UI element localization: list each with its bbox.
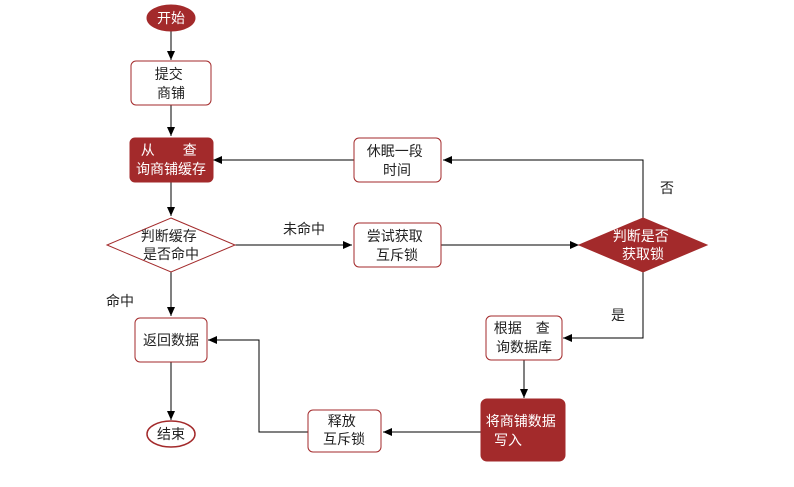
query-cache-label: 从 查 询商铺缓存 bbox=[136, 143, 206, 178]
write-cache-label-line-1: 将商铺数据 bbox=[486, 414, 556, 430]
release-lock-label: 释放 互斥锁 bbox=[323, 414, 365, 448]
release-lock-label-line-2: 互斥锁 bbox=[323, 432, 365, 448]
edge-label-hit: 命中 bbox=[106, 293, 134, 310]
start-label: 开始 bbox=[157, 11, 185, 27]
node-submit-shop: 提交 商铺 bbox=[130, 60, 212, 106]
edge-labels: 未命中 命中 否 是 bbox=[106, 181, 674, 324]
release-lock-label-line-1: 释放 bbox=[328, 414, 356, 430]
edge-check-lock-yes-to-query-db bbox=[563, 272, 644, 342]
write-cache-label: 将商铺数据 写入 bbox=[486, 414, 560, 449]
check-cache-label-line-1: 判断缓存 bbox=[141, 229, 197, 245]
start-label-line-1: 开始 bbox=[157, 11, 185, 27]
check-lock-decision-shape bbox=[577, 217, 709, 273]
sleep-box bbox=[353, 137, 442, 183]
node-return-data: 返回数据 bbox=[134, 317, 208, 363]
release-lock-box bbox=[307, 409, 382, 453]
check-cache-label: 判断缓存 是否命中 bbox=[141, 229, 201, 263]
sleep-label: 休眠一段 时间 bbox=[367, 144, 427, 179]
return-data-label-line-1: 返回数据 bbox=[143, 333, 199, 349]
write-cache-box bbox=[480, 398, 566, 462]
sleep-label-line-2: 时间 bbox=[383, 163, 411, 179]
try-lock-label-line-2: 互斥锁 bbox=[376, 248, 418, 264]
submit-shop-label-line-1: 提交 bbox=[155, 66, 183, 83]
node-check-cache: 判断缓存 是否命中 bbox=[105, 217, 237, 273]
node-try-lock: 尝试获取 互斥锁 bbox=[353, 222, 442, 268]
query-db-label: 根据 查 询数据库 bbox=[494, 321, 554, 356]
try-lock-box bbox=[353, 222, 442, 268]
try-lock-label-line-1: 尝试获取 bbox=[367, 229, 423, 245]
end-terminal-shape bbox=[146, 420, 196, 448]
node-end: 结束 bbox=[146, 420, 196, 448]
check-lock-label-line-2: 获取锁 bbox=[622, 247, 664, 263]
return-data-label: 返回数据 bbox=[143, 333, 199, 349]
node-check-lock: 判断是否 获取锁 bbox=[577, 217, 709, 273]
start-terminal-shape bbox=[146, 4, 196, 32]
try-lock-label: 尝试获取 互斥锁 bbox=[367, 229, 427, 264]
query-db-box bbox=[485, 315, 563, 361]
end-label: 结束 bbox=[157, 427, 185, 443]
check-cache-decision-shape bbox=[105, 217, 237, 273]
write-cache-label-line-2: 写入 bbox=[494, 433, 522, 449]
node-query-db: 根据 查 询数据库 bbox=[485, 315, 563, 361]
edge-label-no: 否 bbox=[660, 181, 674, 197]
edge-label-yes: 是 bbox=[611, 308, 625, 324]
check-lock-label-line-1: 判断是否 bbox=[613, 229, 669, 245]
node-write-cache: 将商铺数据 写入 bbox=[480, 398, 566, 462]
node-sleep: 休眠一段 时间 bbox=[353, 137, 442, 183]
edge-check-lock-no-to-sleep bbox=[443, 156, 644, 218]
edges bbox=[167, 31, 644, 436]
submit-shop-label: 提交 商铺 bbox=[155, 66, 187, 102]
query-db-label-line-2: 询数据库 bbox=[496, 340, 552, 356]
edge-release-lock-to-return-data bbox=[208, 336, 308, 433]
check-cache-label-line-2: 是否命中 bbox=[143, 246, 199, 263]
edge-label-miss: 未命中 bbox=[283, 221, 325, 238]
query-db-label-line-1: 根据 查 bbox=[494, 321, 550, 337]
node-release-lock: 释放 互斥锁 bbox=[307, 409, 382, 453]
sleep-label-line-1: 休眠一段 bbox=[367, 144, 423, 160]
submit-shop-label-line-2: 商铺 bbox=[157, 86, 185, 102]
query-cache-label-line-1: 从 查 bbox=[141, 143, 197, 159]
submit-shop-box bbox=[130, 60, 212, 106]
node-start: 开始 bbox=[146, 4, 196, 32]
query-cache-label-line-2: 询商铺缓存 bbox=[136, 162, 206, 178]
query-cache-box bbox=[129, 137, 214, 183]
check-lock-label: 判断是否 获取锁 bbox=[613, 229, 673, 263]
node-query-cache: 从 查 询商铺缓存 bbox=[129, 137, 214, 183]
return-data-box bbox=[134, 317, 208, 363]
end-label-line-1: 结束 bbox=[157, 427, 185, 443]
